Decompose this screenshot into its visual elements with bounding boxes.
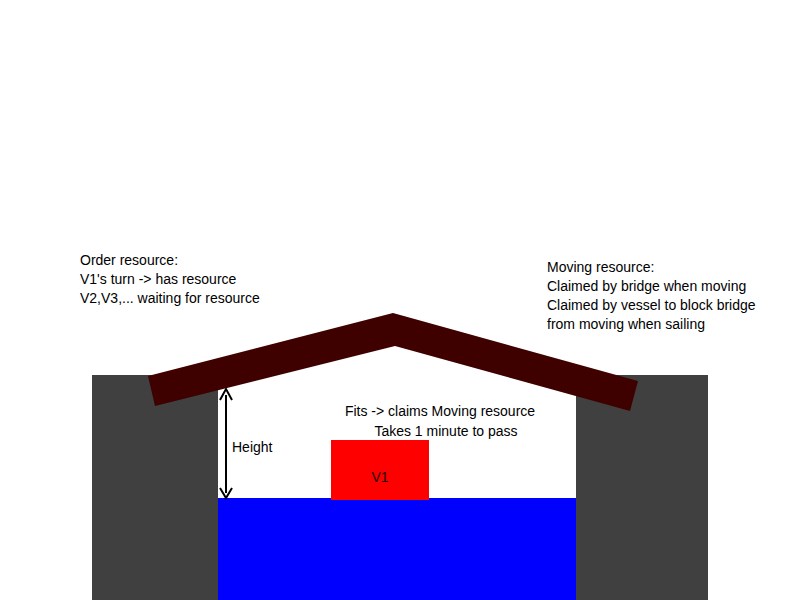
note-text: V2,V3,... waiting for resource [80,289,260,307]
right-pillar [576,375,708,600]
note-text: Claimed by bridge when moving [547,277,746,295]
note-text: Claimed by vessel to block bridge [547,296,756,314]
left-pillar [92,375,218,600]
note-text: V1's turn -> has resource [80,270,236,288]
note-text: from moving when sailing [547,315,705,333]
note-text: Height [232,438,272,456]
note-text: Moving resource: [547,258,654,276]
vessel-box: V1 [331,440,429,500]
note-text: Fits -> claims Moving resource [345,402,535,420]
water [218,498,576,600]
note-text: Order resource: [80,251,178,269]
vessel-label: V1 [371,454,388,486]
arrow-heads [220,389,232,498]
height-arrow [225,395,227,493]
note-text: Takes 1 minute to pass [374,422,517,440]
